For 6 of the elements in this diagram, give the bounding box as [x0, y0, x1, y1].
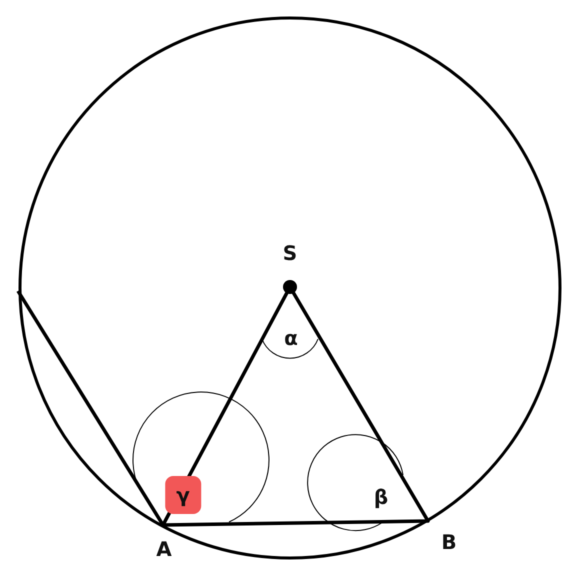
point-label: B: [441, 532, 457, 552]
angle-label: γ: [165, 476, 201, 514]
angle-label: α: [284, 328, 298, 348]
point-label: A: [156, 539, 172, 559]
angle-label: β: [374, 487, 388, 507]
point-label: S: [282, 243, 298, 263]
